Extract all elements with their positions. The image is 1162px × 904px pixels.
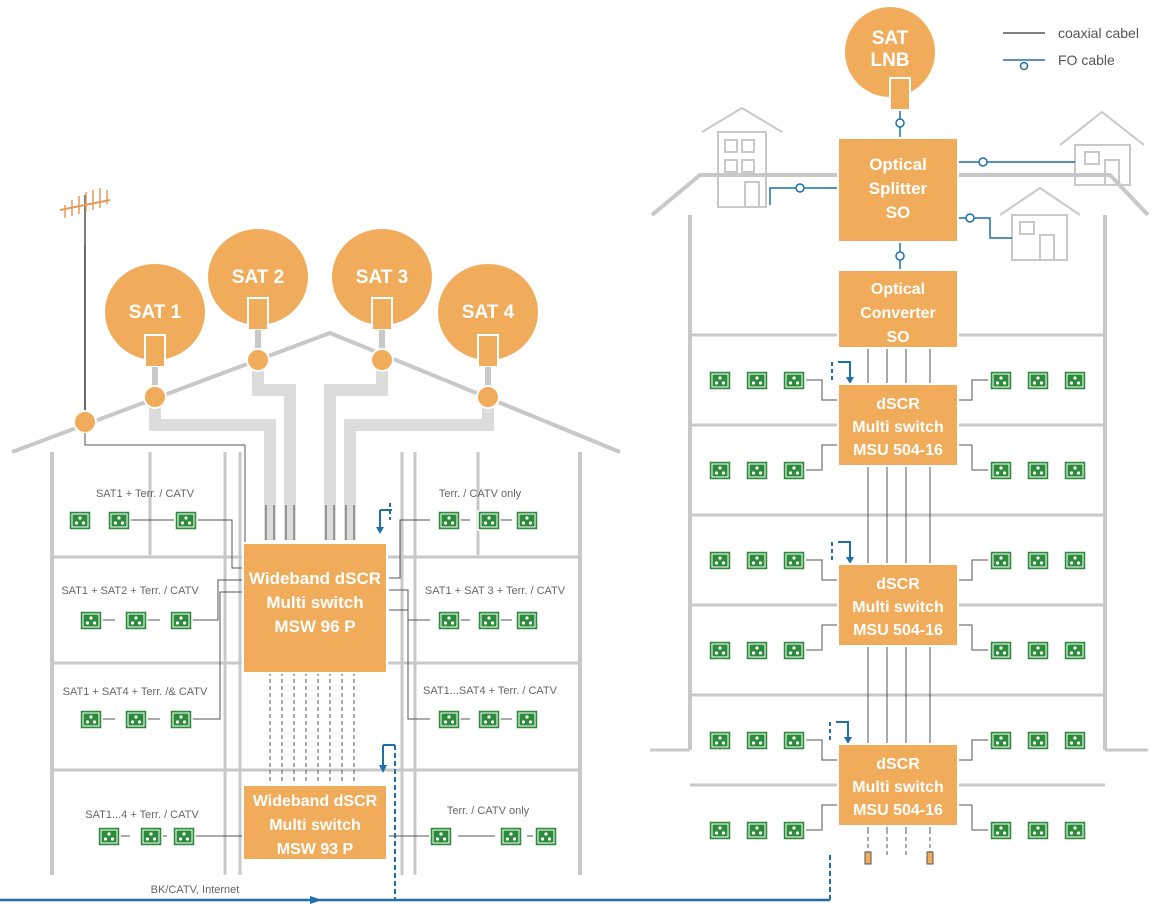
arrow-icon (376, 527, 384, 534)
arrow-icon (846, 557, 854, 564)
converter-line: Optical (871, 281, 925, 298)
right-building: SAT LNB Optical Splitter SO Optical Conv… (650, 7, 1150, 865)
trunk-dashed (867, 830, 931, 855)
switch-line: Multi switch (852, 419, 944, 436)
floor-label: SAT1...4 + Terr. / CATV (85, 809, 199, 821)
legend: coaxial cabel FO cable (1003, 25, 1139, 71)
switch-line: Multi switch (269, 817, 361, 834)
blue-return-line (829, 361, 851, 742)
switch-line: MSU 504-16 (853, 622, 943, 639)
bundle-ends (265, 505, 355, 540)
arrow-icon (310, 896, 322, 904)
multiswitch-msu-1: dSCR Multi switch MSU 504-16 (837, 383, 959, 467)
multiswitch-msu-2: dSCR Multi switch MSU 504-16 (837, 563, 959, 647)
lnb-label: LNB (870, 50, 909, 71)
switch-line: Multi switch (852, 779, 944, 796)
multiswitch-msw93p: Wideband dSCR Multi switch MSW 93 P (242, 784, 388, 861)
arrow-icon (846, 377, 854, 384)
feed-label: BK/CATV, Internet (151, 884, 240, 896)
blue-return-line (379, 503, 396, 900)
dish-label: SAT 2 (232, 267, 284, 288)
legend-coax-label: coaxial cabel (1058, 25, 1139, 41)
switch-line: Multi switch (266, 593, 363, 612)
terminator-icon (864, 851, 934, 865)
sat-dish-2: SAT 2 (208, 229, 308, 372)
floor-label: Terr. / CATV only (439, 488, 522, 500)
switch-line: MSW 93 P (277, 841, 354, 858)
left-building: SAT 1 SAT 2 SAT 3 SAT 4 SAT1 + T (0, 188, 831, 904)
dish-label: SAT 3 (356, 267, 408, 288)
legend-fo-connector-icon (1019, 61, 1029, 71)
switch-line: dSCR (876, 576, 920, 593)
coax-wiring (102, 519, 533, 837)
fo-connector-icon (795, 118, 988, 261)
antenna-coax (84, 433, 245, 446)
small-house-icon (701, 106, 783, 208)
lnb-label: SAT (872, 28, 909, 49)
left-roof (11, 330, 621, 454)
legend-fo-label: FO cable (1058, 52, 1115, 68)
switch-line: Wideband dSCR (253, 793, 378, 810)
floor-label: SAT1 + SAT2 + Terr. / CATV (61, 585, 199, 597)
floor-label: Terr. / CATV only (447, 805, 530, 817)
multiswitch-msw96p: Wideband dSCR Multi switch MSW 96 P (242, 542, 388, 674)
arrow-icon (844, 737, 852, 744)
dashed-trunk (269, 672, 355, 785)
optical-converter: Optical Converter SO (837, 269, 959, 349)
splitter-line: SO (886, 203, 911, 222)
switch-line: MSW 96 P (274, 617, 355, 636)
dish-label: SAT 4 (462, 302, 515, 323)
switch-line: dSCR (876, 396, 920, 413)
switch-line: MSU 504-16 (853, 442, 943, 459)
floor-label: SAT1 + Terr. / CATV (96, 488, 195, 500)
switch-line: MSU 504-16 (853, 802, 943, 819)
floor-label: SAT1 + SAT4 + Terr. /& CATV (63, 686, 208, 698)
coax-wiring-right (806, 379, 988, 831)
terrestrial-antenna-icon (59, 188, 111, 410)
sat-dish-1: SAT 1 (105, 264, 205, 409)
arrow-icon (379, 765, 387, 773)
multiswitch-msu-3: dSCR Multi switch MSU 504-16 (837, 743, 959, 827)
sat-dish-4: SAT 4 (438, 264, 538, 409)
floor-label: SAT1...SAT4 + Terr. / CATV (423, 685, 558, 697)
sat-dish-3: SAT 3 (332, 229, 432, 372)
splitter-line: Optical (869, 155, 927, 174)
small-house-icon (1059, 110, 1145, 186)
antenna-connector (73, 410, 97, 434)
dish-label: SAT 1 (129, 302, 182, 323)
optical-splitter: Optical Splitter SO (837, 137, 959, 243)
switch-line: Wideband dSCR (249, 569, 381, 588)
sat-lnb: SAT LNB (845, 7, 935, 111)
converter-line: Converter (860, 305, 936, 322)
switch-line: dSCR (876, 756, 920, 773)
converter-line: SO (886, 329, 909, 346)
switch-line: Multi switch (852, 599, 944, 616)
floor-label: SAT1 + SAT 3 + Terr. / CATV (425, 585, 566, 597)
small-house-icon (999, 186, 1081, 261)
cable-bundle (149, 365, 494, 540)
splitter-line: Splitter (869, 179, 928, 198)
